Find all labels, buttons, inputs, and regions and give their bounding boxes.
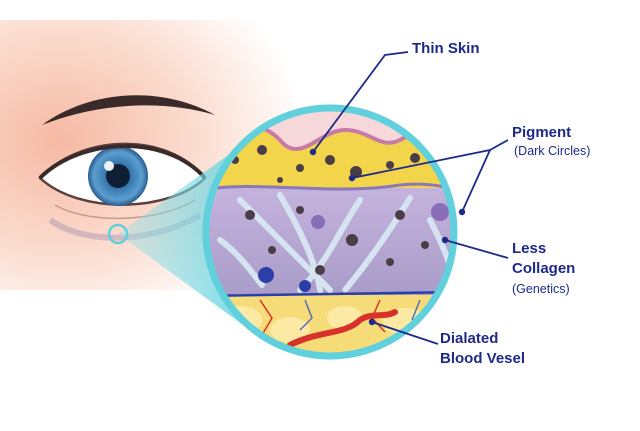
- label-less-collagen-line1: Less: [512, 240, 547, 257]
- label-less-collagen-line2: Collagen: [512, 260, 576, 277]
- label-dialated-line2: Blood Vesel: [440, 350, 526, 367]
- label-thin-skin: Thin Skin: [412, 40, 480, 57]
- collagen-fibers: [217, 192, 454, 293]
- dermis-layer: [206, 188, 454, 298]
- label-pigment-sub: (Dark Circles): [514, 144, 591, 158]
- label-pigment: Pigment: [512, 124, 572, 141]
- eyebrow: [42, 95, 215, 125]
- blood-vessel: [287, 309, 398, 348]
- zoom-spot: [107, 223, 129, 245]
- magnifier-ring: [202, 104, 458, 360]
- leader-lines: [312, 51, 509, 345]
- label-less-collagen-sub: (Genetics): [512, 282, 570, 296]
- label-dialated-line1: Dialated: [440, 330, 499, 347]
